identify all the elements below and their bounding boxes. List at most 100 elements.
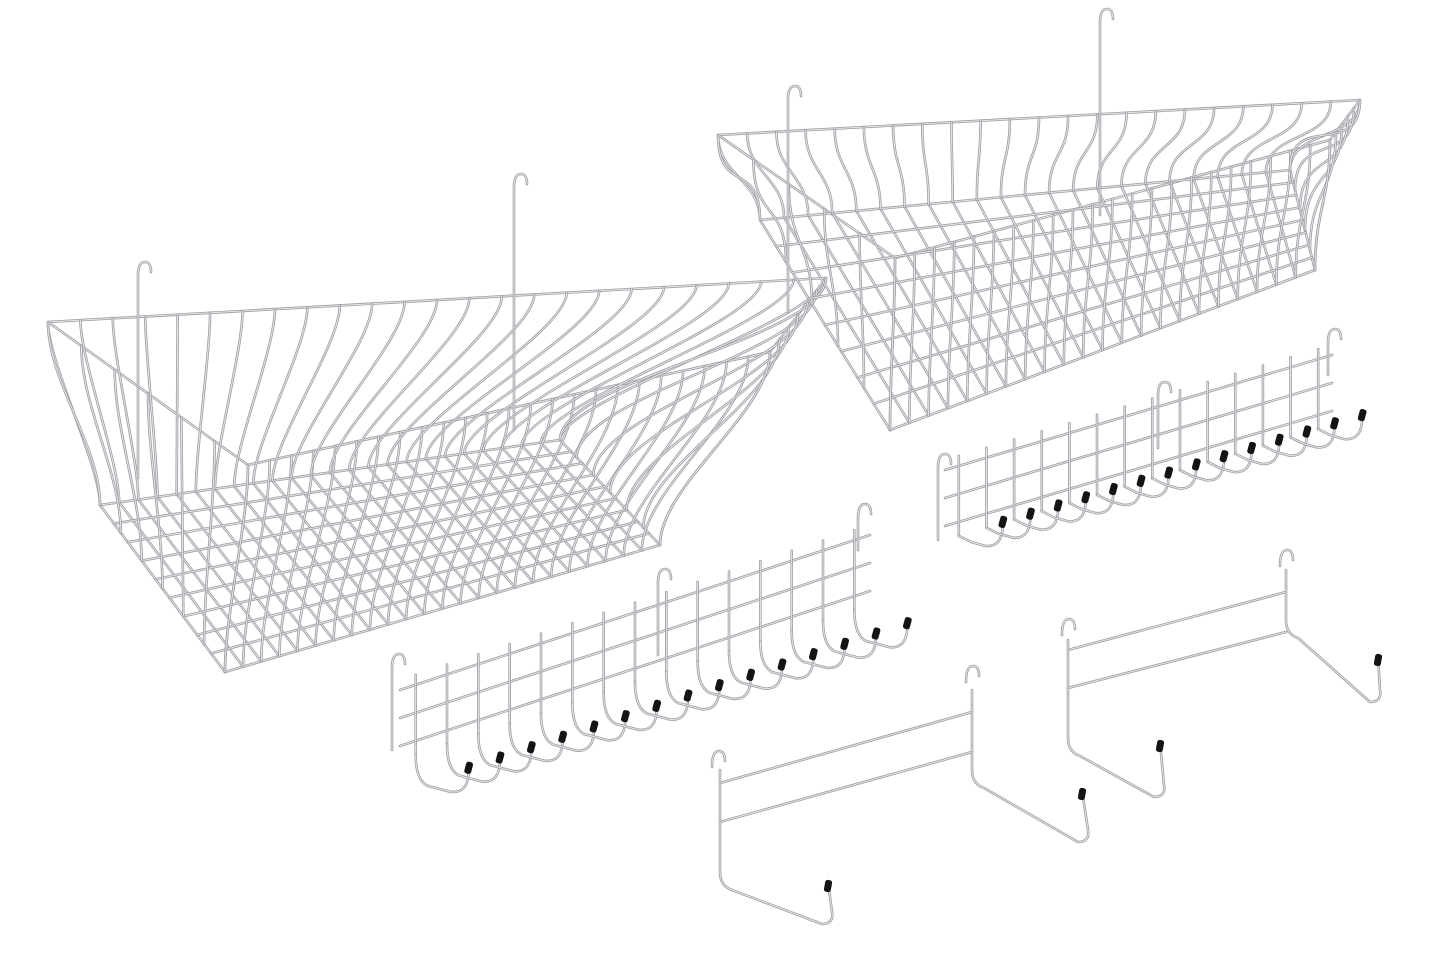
wire-highlight [1000, 118, 1011, 198]
wire [445, 743, 502, 783]
wall-bracket-back [1060, 548, 1383, 799]
wire [571, 701, 627, 742]
wire-highlight [1096, 482, 1142, 506]
wire-highlight [659, 351, 771, 546]
wire [970, 688, 1090, 844]
wire-highlight [387, 294, 535, 465]
wire-highlight [387, 463, 498, 594]
wire [985, 514, 1032, 540]
wire-highlight [1265, 101, 1332, 173]
wire-highlight [958, 523, 1004, 547]
wire-highlight [1096, 112, 1128, 189]
wire-highlight [571, 702, 626, 741]
wire-highlight [1120, 110, 1157, 187]
wire [1206, 448, 1253, 474]
wire-highlight [478, 398, 553, 599]
wire-highlight [1317, 416, 1363, 440]
wire-highlight [1193, 105, 1244, 180]
wire-highlight [840, 232, 1307, 352]
wire-highlight [944, 382, 1333, 499]
rubber-end-cap [871, 627, 881, 640]
wire-highlight [1048, 115, 1069, 194]
rubber-end-cap [1109, 482, 1118, 496]
wire-highlight [642, 339, 780, 528]
wire-highlight [1151, 465, 1197, 489]
wire-highlight [609, 314, 799, 493]
wire-highlight [1289, 99, 1361, 171]
wire [727, 650, 784, 690]
wire-highlight [180, 416, 184, 617]
wire-highlight [502, 447, 607, 562]
wire-highlight [697, 661, 752, 700]
wire-highlight [114, 369, 143, 562]
wire-highlight [182, 509, 628, 617]
wire-highlight [1285, 569, 1381, 703]
wire-highlight [348, 297, 470, 471]
wire-highlight [1198, 171, 1212, 315]
wire-highlight [460, 403, 532, 604]
wire-highlight [367, 295, 503, 468]
rubber-end-cap [1077, 787, 1087, 801]
wire-highlight [315, 440, 358, 647]
wire-highlight [889, 257, 896, 431]
wire-highlight [297, 445, 336, 652]
wire-highlight [214, 310, 243, 490]
wire [633, 681, 690, 721]
wire [539, 712, 596, 752]
wire-highlight [719, 711, 973, 784]
wire-highlight [333, 436, 379, 641]
wire-highlight [1063, 209, 1074, 366]
wire-highlight [728, 651, 783, 690]
wire [1316, 415, 1364, 441]
wire-highlight [1099, 8, 1114, 216]
wire-highlight [711, 750, 726, 768]
rubber-end-cap [1219, 450, 1229, 463]
wire [1284, 568, 1382, 704]
wire-highlight [752, 159, 787, 263]
wire-highlight [391, 653, 406, 751]
rubber-end-cap [1155, 739, 1165, 753]
wire [512, 172, 529, 432]
wire-highlight [626, 326, 790, 511]
wire-highlight [944, 354, 1333, 471]
wire [1151, 465, 1198, 490]
wire [1156, 380, 1173, 450]
wire-highlight [1067, 591, 1287, 651]
wire-highlight [1217, 166, 1232, 307]
wire-highlight [1159, 182, 1173, 329]
wire-highlight [252, 306, 308, 484]
wire-highlight [1169, 107, 1215, 182]
wire [853, 608, 909, 649]
wire-highlight [1262, 433, 1308, 457]
wire-highlight [1140, 187, 1153, 336]
rubber-end-cap [620, 710, 630, 723]
wire-highlight [1327, 328, 1342, 376]
wire-highlight [463, 453, 570, 572]
wire-highlight [1067, 639, 1165, 798]
wire-highlight [863, 126, 881, 210]
wire-highlight [482, 450, 588, 567]
wire [477, 732, 533, 773]
wire [1261, 432, 1309, 457]
rubber-end-cap [840, 637, 850, 650]
rubber-end-cap [558, 730, 568, 743]
multi-hook-rack-front [390, 502, 912, 794]
wire-highlight [965, 665, 980, 683]
wire-highlight [348, 469, 462, 604]
wire-highlight [775, 182, 1294, 247]
wire [1095, 481, 1143, 507]
wire-highlight [127, 462, 583, 543]
wire [821, 619, 878, 659]
wire [1012, 506, 1060, 531]
rubber-end-cap [1053, 499, 1063, 512]
wire [759, 639, 815, 680]
wire-highlight [787, 85, 802, 313]
wire-highlight [717, 134, 761, 221]
wire-highlight [976, 120, 982, 201]
rubber-end-cap [683, 689, 693, 702]
rubber-end-cap [652, 699, 662, 712]
wire [1178, 456, 1226, 482]
wire [718, 768, 834, 926]
wire-highlight [1314, 139, 1331, 271]
